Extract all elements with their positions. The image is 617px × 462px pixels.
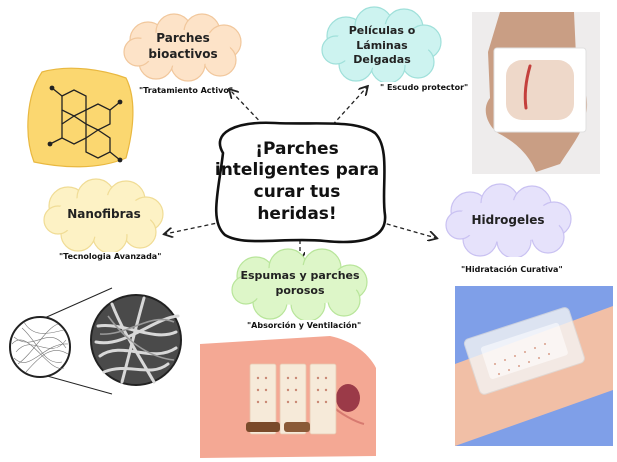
center-title: ¡Parches inteligentes para curar tus her… bbox=[214, 138, 380, 224]
caption-peliculas: " Escudo protector" bbox=[380, 83, 469, 92]
cloud-peliculas bbox=[321, 6, 442, 82]
arrow-to-hidrogeles bbox=[379, 221, 436, 238]
caption-hidrogeles: "Hidratación Curativa" bbox=[461, 265, 563, 274]
hydrogel-illustration bbox=[455, 286, 613, 446]
caption-espumas: "Absorción y Ventilación" bbox=[247, 321, 362, 330]
nanofiber-illustration bbox=[9, 287, 182, 395]
cloud-nanofibras bbox=[43, 178, 164, 252]
node-label-espumas: Espumas y parches porosos bbox=[240, 269, 360, 297]
molecule-illustration bbox=[27, 67, 134, 168]
node-label-bioactivos: Parches bioactivos bbox=[148, 30, 218, 61]
cloud-hidrogeles bbox=[445, 183, 572, 257]
foam-patches-illustration bbox=[200, 336, 376, 458]
arrow-to-nanofibras bbox=[165, 221, 223, 234]
node-label-hidrogeles: Hidrogeles bbox=[471, 212, 545, 227]
cloud-espumas bbox=[231, 248, 368, 320]
caption-nanofibras: "Tecnologia Avanzada" bbox=[59, 252, 162, 261]
center-blob bbox=[214, 121, 387, 244]
node-label-nanofibras: Nanofibras bbox=[67, 206, 141, 221]
cloud-bioactivos bbox=[123, 13, 242, 82]
caption-bioactivos: "Tratamiento Activo" bbox=[139, 86, 233, 95]
node-label-peliculas: Películas o Láminas Delgadas bbox=[348, 23, 416, 67]
bandage-hand-illustration bbox=[472, 12, 600, 174]
